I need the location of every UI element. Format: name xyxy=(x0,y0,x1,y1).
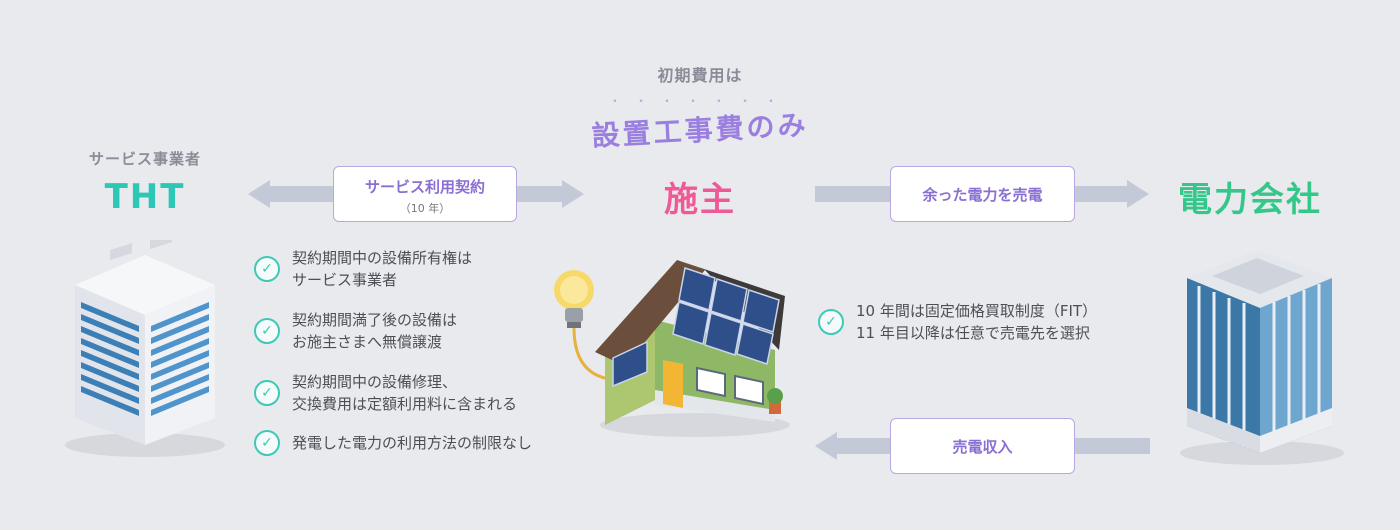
list-item: ✓ 契約期間中の設備修理、 交換費用は定額利用料に含まれる xyxy=(254,368,594,418)
benefit-line: 契約期間中の設備所有権は xyxy=(292,249,473,267)
check-icon: ✓ xyxy=(254,380,280,406)
tht-label: サービス事業者 THT xyxy=(60,148,230,217)
arrow-sell-bar-2 xyxy=(1075,186,1127,202)
arrow-left-bar-2 xyxy=(517,186,562,202)
tht-subtitle: サービス事業者 xyxy=(88,150,201,168)
arrow-left-tail-head xyxy=(562,180,584,208)
owner-label: 施主 xyxy=(620,172,780,221)
benefit-line: 契約期間満了後の設備は xyxy=(292,311,458,329)
sell-pill: 余った電力を売電 xyxy=(890,166,1075,222)
emphasis-dots: ・・・・・・・ xyxy=(608,94,791,108)
income-pill-label: 売電収入 xyxy=(952,438,1013,456)
benefit-line: 契約期間中の設備修理、 xyxy=(292,373,458,391)
sell-pill-label: 余った電力を売電 xyxy=(922,186,1043,204)
list-item: ✓ 契約期間中の設備所有権は サービス事業者 xyxy=(254,244,594,294)
power-name: 電力会社 xyxy=(1178,180,1322,220)
benefit-line: お施主さまへ無償譲渡 xyxy=(292,333,443,351)
power-label: 電力会社 xyxy=(1160,172,1340,221)
arrow-left-head xyxy=(248,180,270,208)
building-icon xyxy=(65,240,225,457)
headline-top: 初期費用は xyxy=(657,66,743,85)
owner-benefits-list: ✓ 契約期間中の設備所有権は サービス事業者 ✓ 契約期間満了後の設備は お施主… xyxy=(254,244,594,458)
list-item: ✓ 発電した電力の利用方法の制限なし xyxy=(254,428,594,458)
check-icon: ✓ xyxy=(818,309,844,335)
check-icon: ✓ xyxy=(254,256,280,282)
owner-name: 施主 xyxy=(664,180,736,220)
income-pill: 売電収入 xyxy=(890,418,1075,474)
list-item: ✓ 契約期間満了後の設備は お施主さまへ無償譲渡 xyxy=(254,306,594,356)
benefit-line: 交換費用は定額利用料に含まれる xyxy=(292,395,518,413)
benefit-line: 発電した電力の利用方法の制限なし xyxy=(292,434,533,452)
headline-main: 設置工事費のみ xyxy=(590,108,810,153)
arrow-sell-bar-1 xyxy=(815,186,890,202)
contract-pill: サービス利用契約 （10 年） xyxy=(333,166,517,222)
fit-line: 10 年間は固定価格買取制度（FIT） xyxy=(856,302,1098,320)
fit-line: 11 年目以降は任意で売電先を選択 xyxy=(856,324,1090,342)
arrow-sell-head xyxy=(1127,180,1149,208)
check-icon: ✓ xyxy=(254,430,280,456)
arrow-income-head xyxy=(815,432,837,460)
headline: 初期費用は ・・・・・・・ 設置工事費のみ xyxy=(580,62,820,153)
check-icon: ✓ xyxy=(254,318,280,344)
contract-pill-sub: （10 年） xyxy=(399,202,451,215)
fit-note: ✓ 10 年間は固定価格買取制度（FIT） 11 年目以降は任意で売電先を選択 xyxy=(818,300,1158,344)
contract-pill-label: サービス利用契約 xyxy=(364,178,485,196)
arrow-left-bar-1 xyxy=(270,186,333,202)
arrow-income-bar-1 xyxy=(837,438,890,454)
office-tower-icon xyxy=(1180,250,1344,465)
house-solar-icon xyxy=(595,260,790,437)
arrow-income-bar-2 xyxy=(1075,438,1150,454)
benefit-line: サービス事業者 xyxy=(292,271,398,289)
tht-name: THT xyxy=(104,177,186,217)
